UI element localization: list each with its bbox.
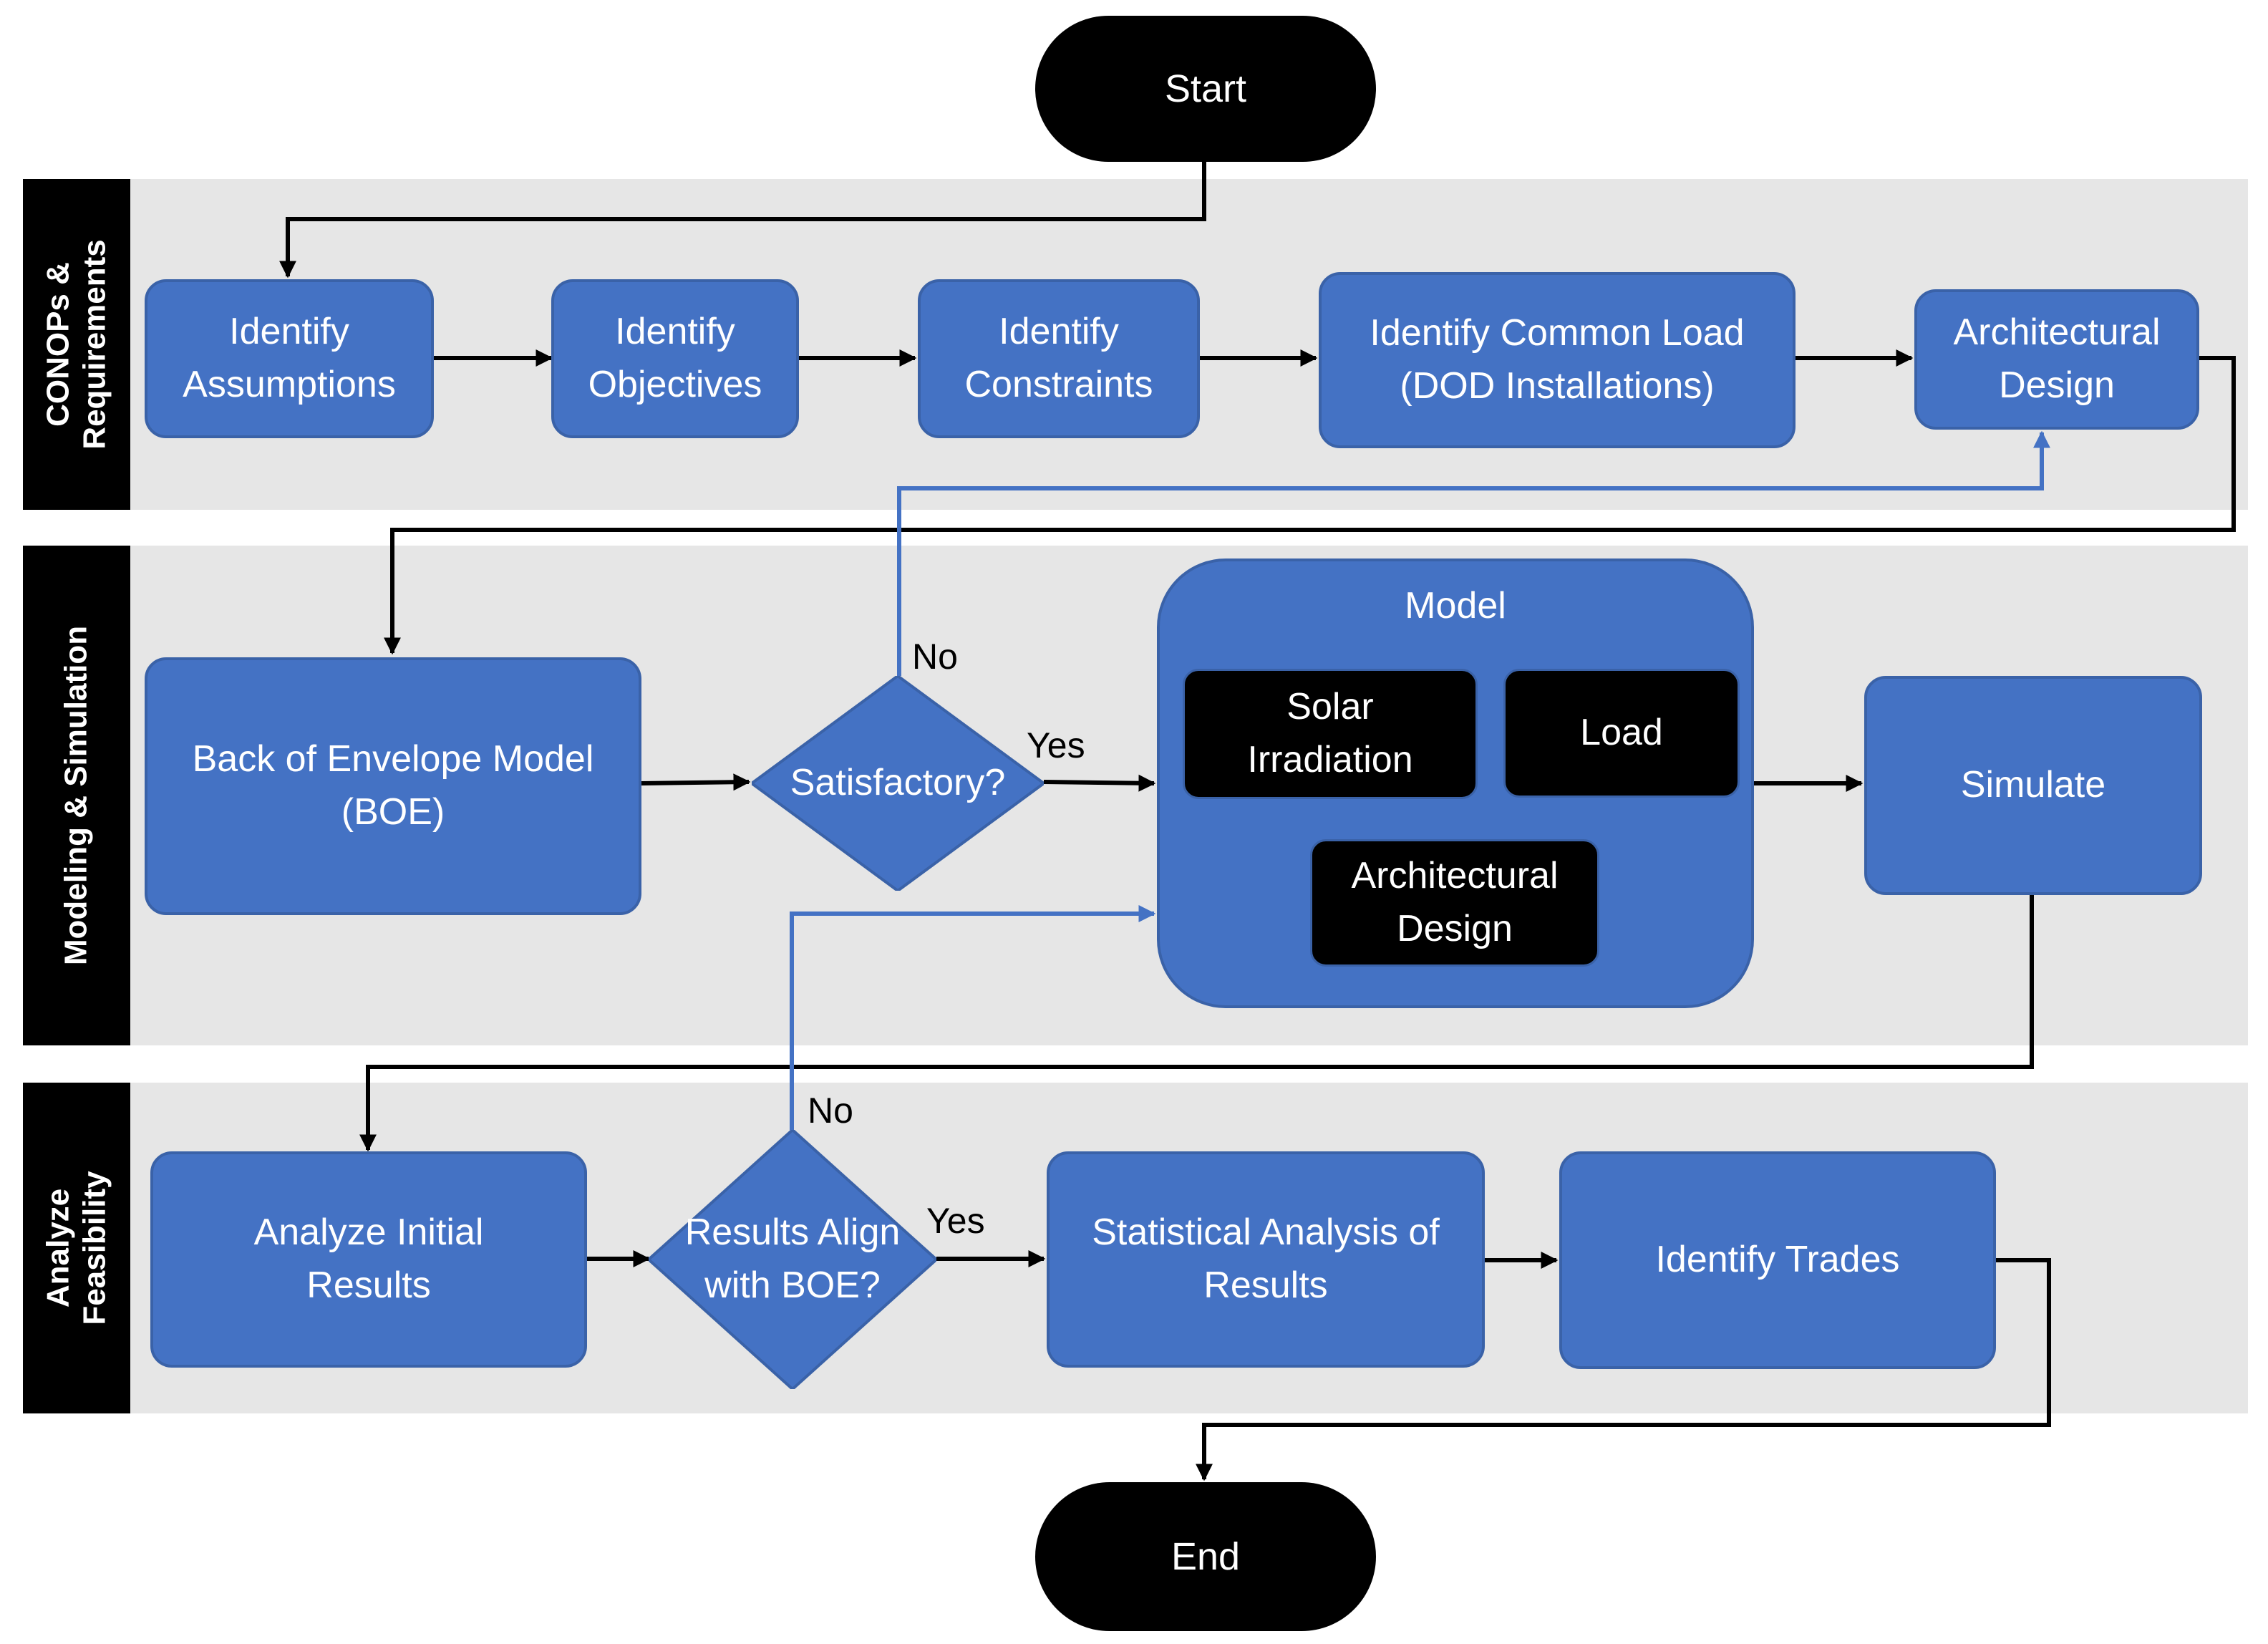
identify-constraints-label: Identify Constraints — [964, 311, 1153, 405]
edge-trades-to-end — [1196, 1258, 2051, 1481]
edge-satisfactory-to-model — [1043, 774, 1156, 792]
analyze-initial-results-label: Analyze Initial Results — [253, 1212, 484, 1306]
edge-satisfactory-no-to-architectural-design — [897, 430, 2050, 676]
identify-common-load-node: Identify Common Load (DOD Installations) — [1319, 272, 1796, 448]
align-no-label: No — [808, 1091, 853, 1131]
satisfactory-label: Satisfactory? — [790, 762, 1006, 804]
simulate-node: Simulate — [1864, 676, 2202, 895]
load-label: Load — [1580, 712, 1663, 754]
identify-objectives-node: Identify Objectives — [551, 279, 799, 438]
align-yes-label: Yes — [926, 1201, 985, 1241]
model-title: Model — [1405, 585, 1506, 627]
statistical-analysis-label: Statistical Analysis of Results — [1092, 1212, 1440, 1306]
lane-label-conops: CONOPs & Requirements — [23, 179, 130, 510]
identify-assumptions-label: Identify Assumptions — [183, 311, 396, 405]
identify-objectives-label: Identify Objectives — [588, 311, 762, 405]
architectural-design-node: Architectural Design — [1914, 289, 2199, 430]
edge-architectural-design-to-boe — [384, 356, 2236, 655]
satisfactory-decision: Satisfactory? — [752, 676, 1044, 891]
end-node: End — [1035, 1482, 1376, 1631]
analyze-initial-results-node: Analyze Initial Results — [150, 1151, 587, 1368]
solar-irradiation-node: Solar Irradiation — [1183, 669, 1478, 799]
statistical-analysis-node: Statistical Analysis of Results — [1047, 1151, 1485, 1368]
solar-irradiation-label: Solar Irradiation — [1247, 686, 1413, 780]
satisfactory-yes-label: Yes — [1027, 725, 1085, 765]
simulate-label: Simulate — [1960, 764, 2106, 806]
load-node: Load — [1503, 669, 1740, 798]
identify-common-load-label: Identify Common Load (DOD Installations) — [1370, 312, 1745, 407]
edge-align-no-to-model — [790, 905, 1156, 1130]
identify-trades-label: Identify Trades — [1655, 1239, 1900, 1281]
identify-assumptions-node: Identify Assumptions — [145, 279, 434, 438]
end-label: End — [1171, 1534, 1241, 1578]
satisfactory-no-label: No — [912, 637, 958, 677]
start-label: Start — [1164, 67, 1247, 110]
model-architectural-design-label: Architectural Design — [1351, 855, 1559, 949]
lane-label-modeling: Modeling & Simulation — [23, 546, 130, 1045]
results-align-label: Results Align with BOE? — [684, 1212, 901, 1306]
model-architectural-design-node: Architectural Design — [1310, 839, 1599, 967]
edge-boe-to-satisfactory — [641, 773, 751, 791]
boe-model-label: Back of Envelope Model (BOE) — [192, 738, 594, 833]
architectural-design-label: Architectural Design — [1953, 311, 2161, 406]
identify-constraints-node: Identify Constraints — [918, 279, 1200, 438]
edge-start-to-assumptions — [279, 162, 1206, 279]
edge-simulate-to-analyze — [359, 895, 2034, 1152]
boe-model-node: Back of Envelope Model (BOE) — [145, 657, 641, 915]
results-align-decision: Results Align with BOE? — [649, 1130, 936, 1389]
lane-label-feasibility: Analyze Feasibility — [23, 1083, 130, 1413]
start-node: Start — [1035, 16, 1376, 162]
identify-trades-node: Identify Trades — [1559, 1151, 1996, 1369]
